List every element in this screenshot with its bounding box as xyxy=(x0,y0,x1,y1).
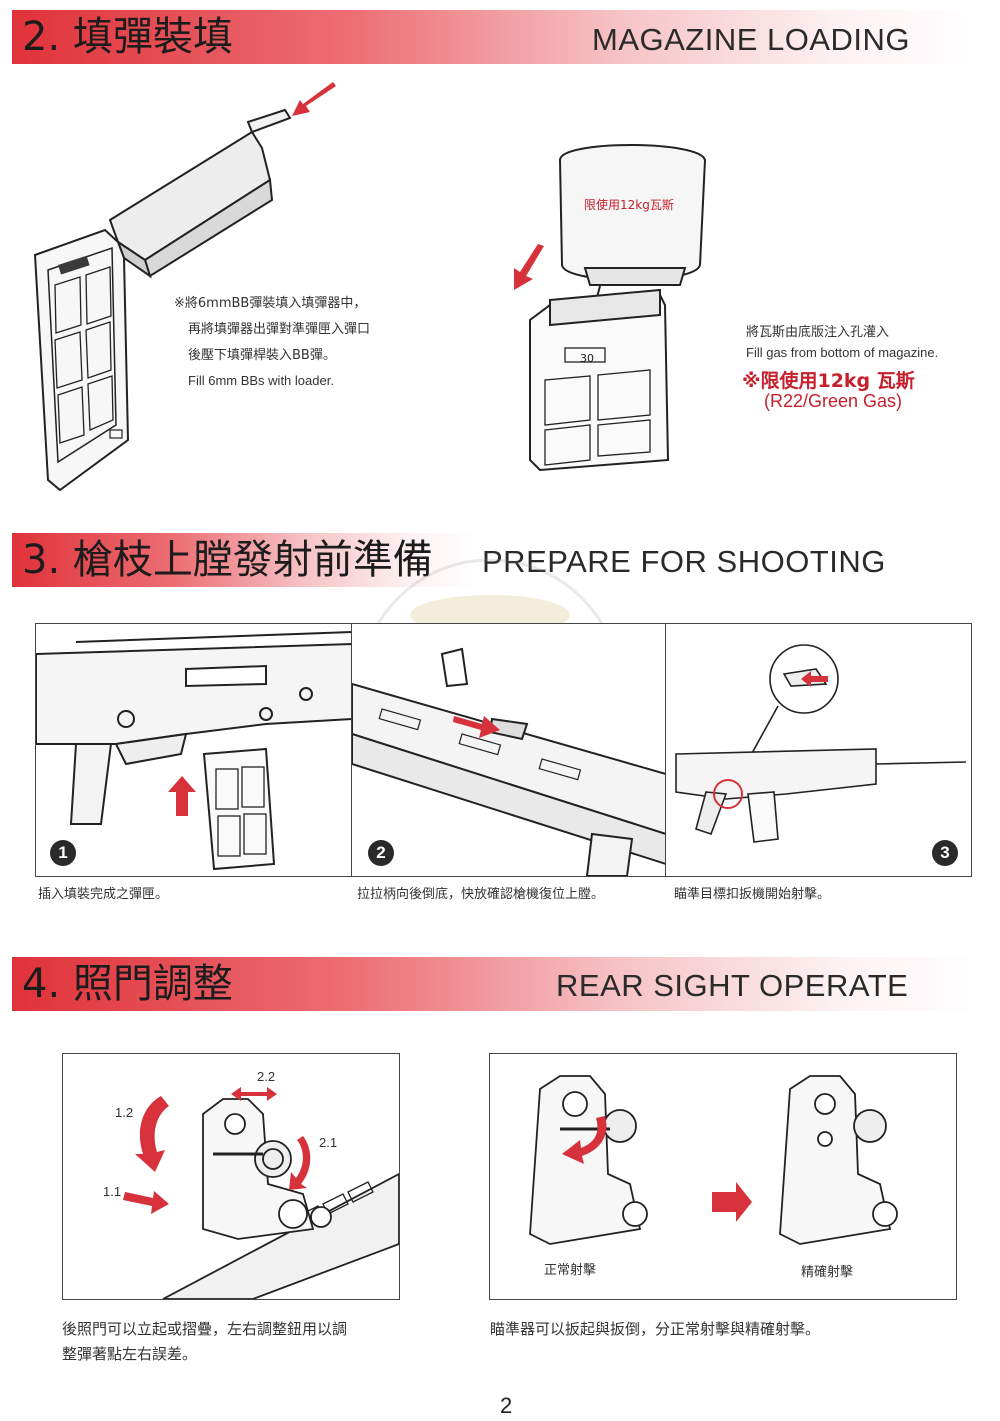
gas-warning: ※限使用12kg 瓦斯 xyxy=(742,370,915,392)
section3-header-band xyxy=(12,533,482,587)
label-1-1: 1.1 xyxy=(103,1184,122,1199)
loader-note-line-4: Fill 6mm BBs with loader. xyxy=(188,373,334,388)
gas-can-magazine-illustration xyxy=(529,144,707,472)
step1-badge: 1 xyxy=(50,840,76,866)
gas-can-label: 限使用12kg瓦斯 xyxy=(584,198,674,212)
loader-note-line-1: ※將6mmBB彈裝填入填彈器中， xyxy=(174,296,367,311)
mag-mark-30: 30 xyxy=(580,352,594,365)
step2-badge: 2 xyxy=(368,840,394,866)
left-caption-line-1: 後照門可以立起或摺疊，左右調整鈕用以調 xyxy=(62,1320,348,1338)
step2-rail-illustration xyxy=(352,647,666,876)
step2-panel: 2 xyxy=(351,623,667,877)
sight-modes-panel: 正常射擊 精確射擊 xyxy=(489,1053,957,1300)
loader-note-line-2: 再將填彈器出彈對準彈匣入彈口 xyxy=(188,322,371,337)
section4-title: 4. 照門調整 xyxy=(22,961,233,1007)
rear-sight-adjust-illustration xyxy=(123,1087,399,1299)
section4-title-en: REAR SIGHT OPERATE xyxy=(556,968,909,1003)
rear-sight-adjust-panel: 1.2 2.2 2.1 1.1 xyxy=(62,1053,400,1300)
step3-rifle-illustration xyxy=(675,644,967,843)
section2-title: 2. 填彈裝填 xyxy=(22,14,233,60)
label-2-1: 2.1 xyxy=(319,1135,338,1150)
step1-panel: 1 xyxy=(35,623,353,877)
step3-panel: 3 xyxy=(665,623,972,877)
section3-title-en: PREPARE FOR SHOOTING xyxy=(482,544,886,579)
gas-red-arrow xyxy=(514,244,544,290)
loader-note-line-3: 後壓下填彈桿裝入BB彈。 xyxy=(188,348,336,363)
step3-badge: 3 xyxy=(932,840,958,866)
label-2-2: 2.2 xyxy=(257,1069,276,1084)
sight-modes-illustration xyxy=(529,1075,898,1245)
step1-caption: 插入填裝完成之彈匣。 xyxy=(38,887,169,902)
section3-title: 3. 槍枝上膛發射前準備 xyxy=(22,537,433,583)
section2-title-en: MAGAZINE LOADING xyxy=(592,22,911,57)
step1-rifle-illustration xyxy=(36,631,352,871)
step3-caption: 瞄準目標扣扳機開始射擊。 xyxy=(674,887,831,902)
step2-caption: 拉拉柄向後倒底，快放確認槍機復位上膛。 xyxy=(357,887,605,902)
loader-magazine-illustration xyxy=(33,108,292,492)
gas-type: (R22/Green Gas) xyxy=(764,391,903,411)
label-1-2: 1.2 xyxy=(115,1105,134,1120)
normal-shooting-label: 正常射擊 xyxy=(544,1263,597,1278)
gas-note-en: Fill gas from bottom of magazine. xyxy=(746,345,939,360)
section4-header-band xyxy=(12,957,988,1011)
left-caption-line-2: 整彈著點左右誤差。 xyxy=(62,1345,198,1363)
gas-note-zh: 將瓦斯由底版注入孔灌入 xyxy=(746,325,890,340)
loader-red-arrow xyxy=(292,82,336,116)
right-caption: 瞄準器可以扳起與扳倒，分正常射擊與精確射擊。 xyxy=(490,1320,821,1338)
page-number: 2 xyxy=(500,1393,513,1418)
precise-shooting-label: 精確射擊 xyxy=(801,1265,854,1280)
section2-header-band xyxy=(12,10,988,64)
